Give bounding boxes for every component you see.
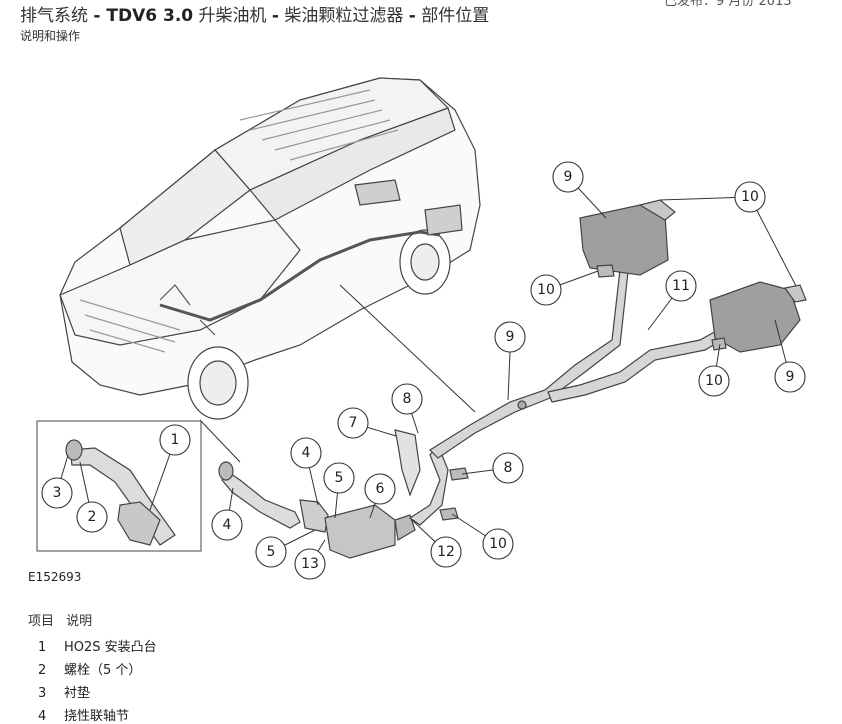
legend-row: 2 螺栓（5 个） (38, 659, 141, 678)
legend-desc: 衬垫 (64, 686, 91, 701)
svg-text:7: 7 (349, 415, 358, 431)
inset-pointer-line (199, 419, 241, 463)
page-title: 排气系统 - TDV6 3.0 升柴油机 - 柴油颗粒过滤器 - 部件位置 (20, 5, 489, 27)
legend-desc: 螺栓（5 个） (64, 663, 142, 678)
vehicle-illustration (59, 77, 481, 420)
callout-11: 11 (665, 270, 697, 302)
title-part: 排气系统 (20, 6, 94, 26)
svg-text:12: 12 (437, 544, 455, 560)
title-part: 部件位置 (415, 6, 490, 26)
callout-2: 2 (76, 501, 108, 533)
legend-col-item: 项目 (28, 614, 55, 629)
svg-text:3: 3 (53, 485, 62, 501)
svg-text:10: 10 (537, 282, 555, 298)
callout-1: 1 (159, 424, 191, 456)
callout-8b: 8 (492, 452, 524, 484)
page-subtitle: 说明和操作 (20, 29, 81, 43)
legend-desc: 挠性联轴节 (64, 709, 130, 724)
callout-9: 9 (494, 321, 526, 353)
callout-13: 13 (294, 548, 326, 580)
callout-9b: 9 (552, 161, 584, 193)
legend-num: 4 (38, 709, 47, 724)
svg-text:10: 10 (741, 189, 759, 205)
callout-3: 3 (41, 477, 73, 509)
svg-text:9: 9 (506, 329, 515, 345)
callout-10b: 10 (530, 274, 562, 306)
svg-text:5: 5 (267, 544, 276, 560)
svg-text:10: 10 (705, 373, 723, 389)
legend-col-desc: 说明 (66, 614, 93, 629)
svg-text:6: 6 (376, 481, 385, 497)
callout-10d: 10 (482, 528, 514, 560)
svg-text:11: 11 (672, 278, 690, 294)
svg-text:1: 1 (171, 432, 180, 448)
legend-num: 1 (38, 640, 47, 655)
svg-text:10: 10 (489, 536, 507, 552)
legend-row: 3 衬垫 (38, 682, 90, 701)
legend-row: 1 HO2S 安装凸台 (38, 636, 157, 655)
pointer-line (339, 284, 476, 413)
svg-text:9: 9 (786, 369, 795, 385)
callout-8: 8 (391, 383, 423, 415)
title-sep: - (271, 6, 279, 26)
callout-5b: 5 (255, 536, 287, 568)
inset-pipe (65, 439, 176, 546)
legend-num: 2 (38, 663, 47, 678)
svg-text:4: 4 (223, 517, 232, 533)
callout-4b: 4 (290, 437, 322, 469)
svg-text:13: 13 (301, 556, 319, 572)
svg-text:8: 8 (504, 460, 513, 476)
callout-9c: 9 (774, 361, 806, 393)
figure-id: E152693 (28, 570, 82, 584)
legend-desc: HO2S 安装凸台 (64, 640, 157, 655)
title-engine: - TDV6 3.0 (93, 6, 194, 26)
callout-6: 6 (364, 473, 396, 505)
svg-text:5: 5 (335, 470, 344, 486)
title-sep: - (408, 6, 416, 26)
svg-text:2: 2 (88, 509, 97, 525)
callout-10c: 10 (698, 365, 730, 397)
svg-text:8: 8 (403, 391, 412, 407)
exhaust-component-diagram: 1 2 3 4 4 5 5 13 6 7 8 8 9 9 9 10 10 10 … (36, 77, 807, 580)
svg-text:9: 9 (564, 169, 573, 185)
publish-date: 已发布：9 月份 2013 (664, 0, 792, 9)
callout-12: 12 (430, 536, 462, 568)
legend-row: 4 挠性联轴节 (38, 705, 129, 724)
legend-num: 3 (38, 686, 47, 701)
callout-4: 4 (211, 509, 243, 541)
legend-header: 项目 说明 (28, 610, 100, 629)
title-part: 柴油颗粒过滤器 (278, 6, 409, 26)
callout-5: 5 (323, 462, 355, 494)
svg-text:4: 4 (302, 445, 311, 461)
callout-10: 10 (734, 181, 766, 213)
callout-7: 7 (337, 407, 369, 439)
title-part: 升柴油机 (193, 6, 272, 26)
